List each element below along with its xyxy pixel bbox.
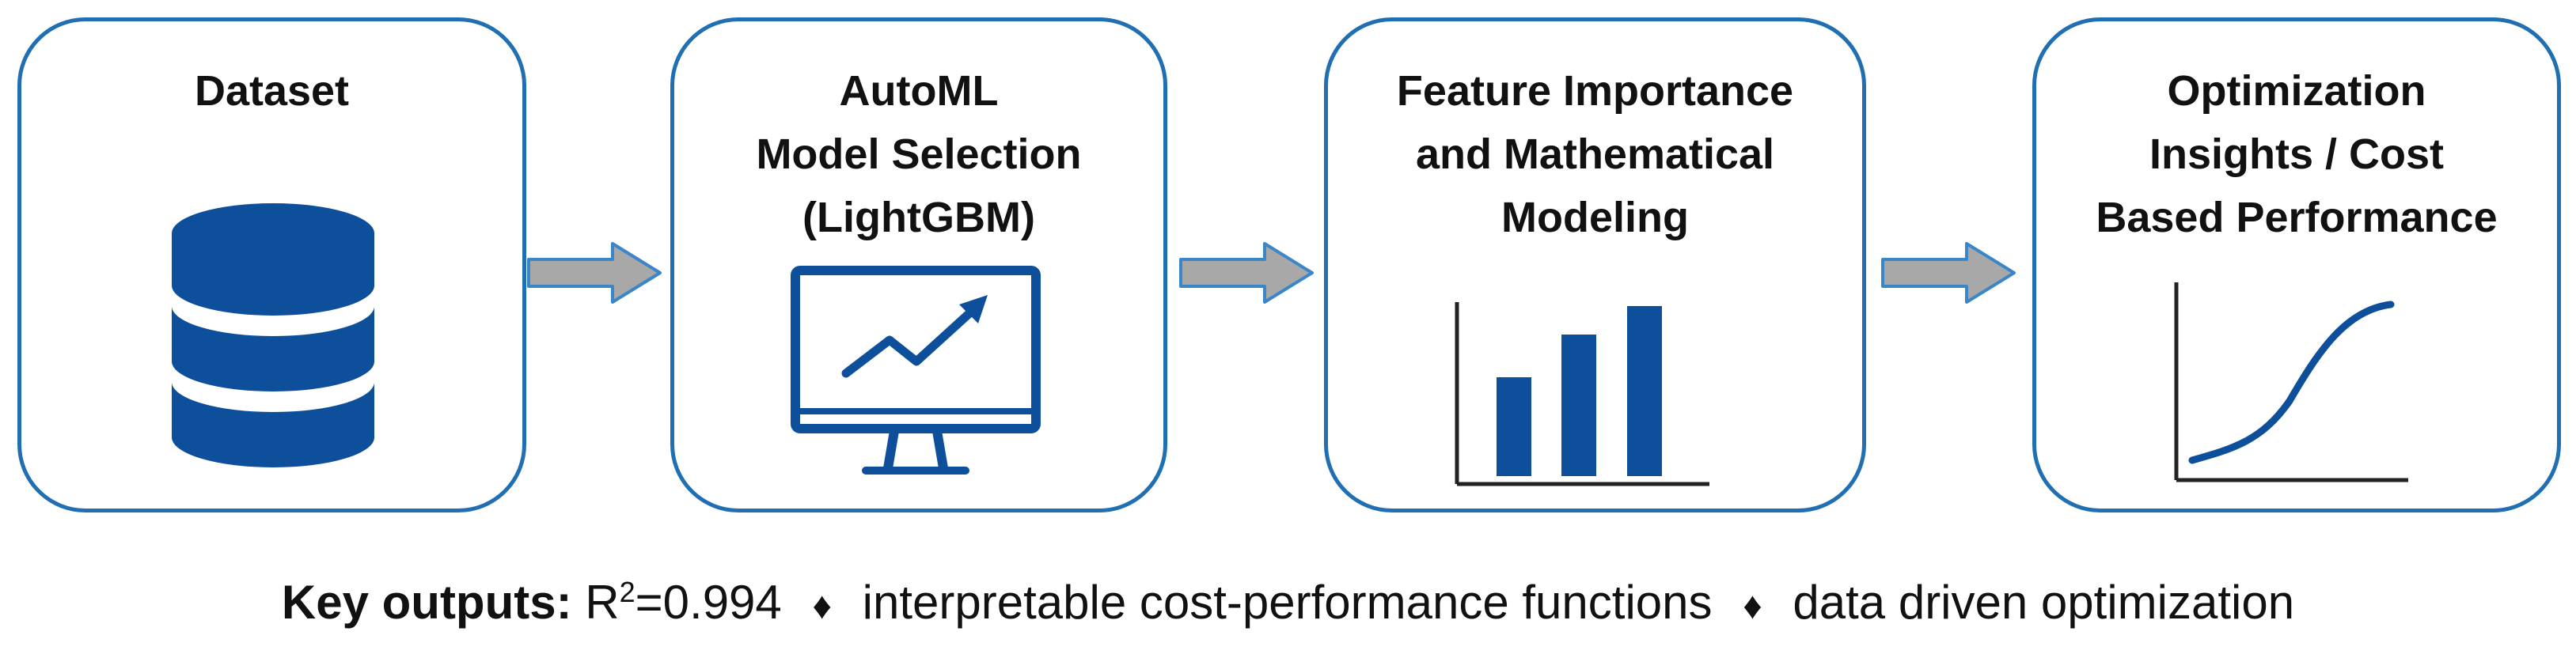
- r-squared-symbol: R: [585, 576, 620, 629]
- s-curve-icon: [2174, 282, 2408, 482]
- step-title-line: Dataset: [194, 67, 350, 115]
- s-curve-line: [2188, 301, 2395, 464]
- step-title-line: Optimization: [2167, 67, 2426, 115]
- bar-2: [1561, 335, 1596, 476]
- step-title-feature-importance: Feature Importance and Mathematical Mode…: [1328, 59, 1862, 249]
- step-box-feature-importance: Feature Importance and Mathematical Mode…: [1324, 17, 1866, 512]
- diamond-separator-icon: ♦: [1743, 585, 1762, 627]
- key-outputs: Key outputs: R2=0.994 ♦ interpretable co…: [0, 571, 2576, 638]
- r-squared-exponent: 2: [619, 576, 635, 608]
- key-outputs-label: Key outputs:: [281, 576, 572, 629]
- key-output-functions: interpretable cost-performance functions: [862, 576, 1713, 629]
- flow-arrow-3: [1881, 242, 2016, 304]
- key-output-optimization: data driven optimization: [1793, 576, 2295, 629]
- r-squared-value: =0.994: [635, 576, 782, 629]
- step-title-line: Model Selection: [756, 130, 1082, 178]
- diamond-separator-icon: ♦: [812, 585, 832, 627]
- step-box-optimization: Optimization Insights / Cost Based Perfo…: [2032, 17, 2561, 512]
- step-title-line: Insights / Cost: [2149, 130, 2444, 178]
- step-title-line: (LightGBM): [802, 194, 1035, 241]
- step-title-line: and Mathematical: [1415, 130, 1775, 178]
- step-title-optimization: Optimization Insights / Cost Based Perfo…: [2036, 59, 2557, 249]
- step-title-line: Feature Importance: [1396, 67, 1794, 115]
- database-icon: [172, 203, 374, 467]
- flow-arrow-1: [527, 242, 662, 304]
- bar-3: [1627, 306, 1662, 476]
- step-title-dataset: Dataset: [21, 59, 522, 123]
- step-box-automl: AutoML Model Selection (LightGBM): [670, 17, 1167, 512]
- bar-chart-icon: [1455, 302, 1709, 486]
- step-title-automl: AutoML Model Selection (LightGBM): [674, 59, 1163, 249]
- step-box-dataset: Dataset: [17, 17, 526, 512]
- step-title-line: AutoML: [839, 67, 999, 115]
- bar-1: [1497, 377, 1531, 476]
- step-title-line: Based Performance: [2096, 194, 2498, 241]
- flow-arrow-2: [1179, 242, 1314, 304]
- step-title-line: Modeling: [1501, 194, 1689, 241]
- monitor-trend-icon: [791, 266, 1041, 475]
